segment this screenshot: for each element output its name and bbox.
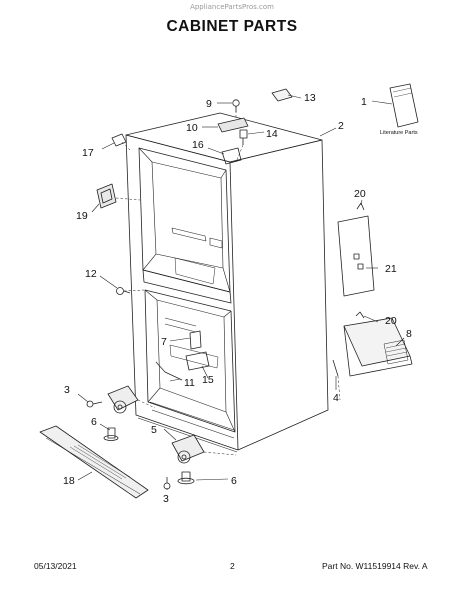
wire-part-11 <box>155 361 183 381</box>
callout-16: 16 <box>192 139 204 151</box>
callout-20-upper: 20 <box>354 188 366 200</box>
control-box-part-19 <box>96 183 117 209</box>
literature-parts <box>389 83 419 128</box>
leader-lines <box>77 94 405 490</box>
cabinet-shell <box>125 112 329 453</box>
screw-part-3-right <box>163 477 171 490</box>
bracket-part-16 <box>221 147 242 165</box>
footer-part-number: Part No. W11519914 Rev. A <box>322 561 428 571</box>
panel-part-21 <box>337 215 375 297</box>
callout-8: 8 <box>406 328 412 340</box>
callout-15: 15 <box>202 374 214 386</box>
callout-3-left: 3 <box>64 384 70 396</box>
footer-page-number: 2 <box>230 561 235 571</box>
callout-6-left: 6 <box>91 416 97 428</box>
callout-14: 14 <box>266 128 278 140</box>
callout-9: 9 <box>206 98 212 110</box>
screw-part-12 <box>116 287 131 295</box>
literature-parts-label: Literature Parts <box>380 130 418 136</box>
screw-part-20-upper <box>356 202 365 211</box>
cover-part-8 <box>343 317 413 377</box>
callout-21: 21 <box>385 263 397 275</box>
footer-date: 05/13/2021 <box>34 561 77 571</box>
roller-bracket-left <box>107 385 139 414</box>
base-grille-part-18 <box>39 425 149 499</box>
leveling-leg-part-6-right <box>177 471 195 485</box>
callout-4: 4 <box>333 392 339 404</box>
callout-19: 19 <box>76 210 88 222</box>
callout-17: 17 <box>82 147 94 159</box>
callout-5: 5 <box>151 424 157 436</box>
callout-18: 18 <box>63 475 75 487</box>
screw-part-20-lower <box>355 311 365 319</box>
page-title: CABINET PARTS <box>166 18 298 35</box>
leveling-leg-part-6-left <box>103 427 119 441</box>
callout-13: 13 <box>304 92 316 104</box>
callout-3-right: 3 <box>163 493 169 505</box>
projection-lines <box>115 106 341 456</box>
callout-20-lower: 20 <box>385 315 397 327</box>
tube-part-4 <box>332 359 339 377</box>
hinge-part-10 <box>217 117 249 133</box>
callout-numbers: 1 2 3 3 4 5 6 6 7 8 9 10 11 12 13 14 15 … <box>63 92 412 505</box>
bracket-part-15 <box>185 351 210 371</box>
callout-7: 7 <box>161 336 167 348</box>
callout-1: 1 <box>361 96 367 108</box>
watermark: AppliancePartsPros.com <box>190 3 274 11</box>
screw-part-3-left <box>86 400 103 408</box>
screw-part-9 <box>232 99 240 112</box>
callout-10: 10 <box>186 122 198 134</box>
callout-2: 2 <box>338 120 344 132</box>
bushing-part-14 <box>239 129 248 145</box>
callout-12: 12 <box>85 268 97 280</box>
callout-6-right: 6 <box>231 475 237 487</box>
callout-11: 11 <box>184 377 195 389</box>
pad-part-13 <box>271 88 293 102</box>
bracket-part-7 <box>189 330 202 350</box>
clip-part-17 <box>111 133 127 147</box>
